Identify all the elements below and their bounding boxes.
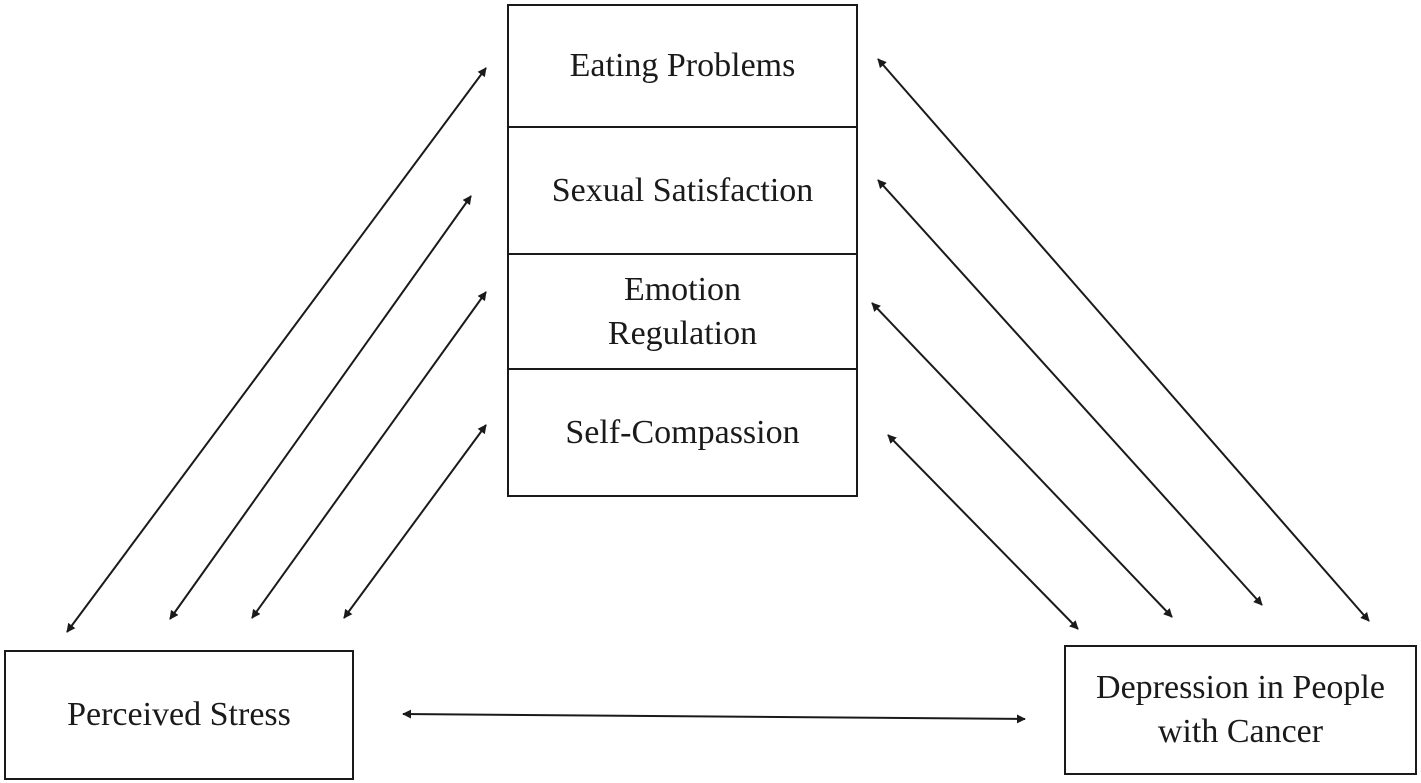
node-eating-problems-label: Eating Problems xyxy=(569,47,796,85)
node-emotion-regulation: Emotion Regulation xyxy=(507,253,858,370)
node-depression: Depression in People with Cancer xyxy=(1064,645,1417,775)
node-emotion-regulation-line-1: Emotion xyxy=(623,270,742,308)
arrow-stress-depression xyxy=(402,709,1026,724)
arrow-selfcompassion-depression xyxy=(887,434,1079,630)
node-perceived-stress: Perceived Stress xyxy=(4,650,354,780)
node-eating-problems: Eating Problems xyxy=(507,4,858,128)
arrow-stress-selfcompassion xyxy=(343,424,487,619)
node-perceived-stress-label: Perceived Stress xyxy=(67,696,291,734)
node-self-compassion: Self-Compassion xyxy=(507,368,858,497)
node-sexual-satisfaction-label: Sexual Satisfaction xyxy=(551,171,814,209)
arrow-stress-sexual xyxy=(169,195,472,620)
node-depression-line-2: with Cancer xyxy=(1157,713,1324,750)
node-depression-line-1: Depression in People xyxy=(1096,669,1385,707)
node-emotion-regulation-label: Emotion Regulation xyxy=(608,268,757,355)
node-emotion-regulation-line-2: Regulation xyxy=(607,314,758,352)
node-depression-label: Depression in People with Cancer xyxy=(1096,666,1385,753)
arrow-eating-depression xyxy=(877,58,1370,622)
arrow-sexual-depression xyxy=(877,179,1263,606)
arrow-emotion-depression xyxy=(871,302,1173,618)
node-self-compassion-label: Self-Compassion xyxy=(565,413,800,451)
arrow-stress-eating xyxy=(66,67,487,633)
node-sexual-satisfaction: Sexual Satisfaction xyxy=(507,126,858,255)
